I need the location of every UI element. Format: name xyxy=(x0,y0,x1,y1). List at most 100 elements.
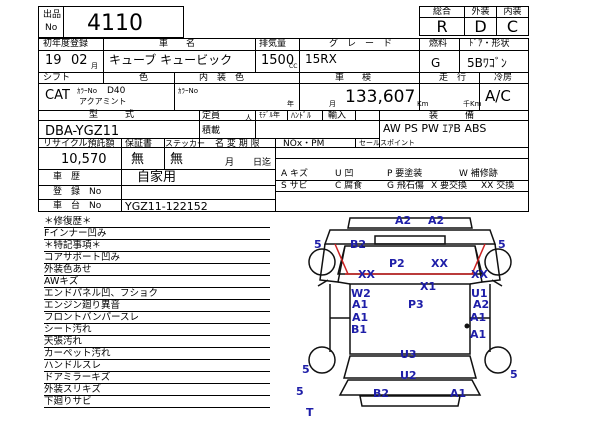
lot-label-top: 出品 xyxy=(43,10,62,20)
note-line: カーペット汚れ xyxy=(44,348,270,360)
legend-x: X 要交換 xyxy=(431,181,468,191)
label-reg-no: 登 録 No xyxy=(53,187,102,197)
label-model-year: ﾓﾃﾞﾙ年 xyxy=(259,111,280,119)
mark: W2 xyxy=(351,287,371,300)
mileage-unit2: 千Km xyxy=(463,100,482,108)
legend-s: S サビ xyxy=(281,181,308,191)
note-line: Fインナー凹み xyxy=(44,228,270,240)
note-line: ＊特記事項＊ xyxy=(44,240,270,252)
mark: X1 xyxy=(420,280,436,293)
ac-value: A/C xyxy=(485,87,511,105)
cc-value: 1500 xyxy=(261,53,295,68)
legend-u: U 凹 xyxy=(335,169,354,179)
recycle-value: 10,570 xyxy=(61,152,107,167)
color-no-label: ｶﾗｰNo xyxy=(77,87,98,95)
note-line: ＊修復歴＊ xyxy=(44,216,270,228)
history-value: 自家用 xyxy=(137,170,177,185)
sticker-value: 無 xyxy=(170,152,184,167)
note-line: コアサポート凹み xyxy=(44,252,270,264)
notes-list: ＊修復歴＊ Fインナー凹み ＊特記事項＊ コアサポート凹み 外装色あせ AWキズ… xyxy=(44,216,270,408)
mark: A2 xyxy=(428,214,444,227)
warranty-value: 無 xyxy=(131,152,145,167)
score-label-exterior: 外装 xyxy=(471,7,490,17)
label-name-change: 名 変 期 限 xyxy=(215,139,260,149)
mark: U1 xyxy=(471,287,488,300)
label-equipment: 装 備 xyxy=(429,111,475,121)
label-warranty: 保証書 xyxy=(125,139,153,149)
legend-xx: XX 交換 xyxy=(481,181,515,191)
mark: 5 xyxy=(302,363,310,376)
car-name-value: キューブ キュービック xyxy=(109,53,233,67)
note-line: ドアミラーキズ xyxy=(44,372,270,384)
label-history: 車 歴 xyxy=(53,172,81,182)
mark: B2 xyxy=(350,238,366,251)
mark: P3 xyxy=(408,298,424,311)
reg-month: 02 xyxy=(71,53,88,68)
color-no-value: D40 xyxy=(107,86,126,96)
mark: A1 xyxy=(450,387,466,400)
label-mileage: 走 行 xyxy=(439,73,467,83)
label-fuel: 燃料 xyxy=(429,39,448,49)
label-inspection: 車 検 xyxy=(335,73,372,83)
mark: T xyxy=(306,406,314,419)
sheet-main: 初年度登録 車 名 排気量 グ レ ー ド 燃料 ﾄﾞｱ・形状 19 02 月 … xyxy=(38,38,529,212)
chassis-value: YGZ11-122152 xyxy=(125,200,208,213)
note-line: 外装色あせ xyxy=(44,264,270,276)
mark: A1 xyxy=(470,328,486,341)
label-interior: 内 装 色 xyxy=(199,73,245,83)
label-handle: ﾊﾝﾄﾞﾙ xyxy=(291,111,311,120)
insp-year-unit: 年 xyxy=(287,100,294,108)
legend-w: W 補修跡 xyxy=(459,169,498,179)
label-shift: シフト xyxy=(43,73,71,83)
mark: 5 xyxy=(296,385,304,398)
label-capacity: 定員 xyxy=(202,111,221,121)
mark: 5 xyxy=(510,368,518,381)
label-sales-point: セールスポイント xyxy=(359,139,415,147)
mark: XX xyxy=(471,268,488,281)
mileage-value: 133,607 xyxy=(345,87,416,107)
mark: U3 xyxy=(400,348,417,361)
mark: A1 xyxy=(470,311,486,324)
note-line: シート汚れ xyxy=(44,324,270,336)
score-label-interior: 内装 xyxy=(503,7,522,17)
reg-month-suffix: 月 xyxy=(91,62,98,70)
note-line: 下廻りサビ xyxy=(44,396,270,408)
label-load: 積載 xyxy=(202,126,221,136)
name-change-month: 月 xyxy=(225,158,235,168)
note-line: 天張汚れ xyxy=(44,336,270,348)
mark: XX xyxy=(358,268,375,281)
cc-unit: CC xyxy=(289,63,298,70)
label-ac: 冷房 xyxy=(494,73,513,83)
legend-c: C 腐食 xyxy=(335,181,363,191)
score-total: R xyxy=(436,17,448,36)
label-car-name: 車 名 xyxy=(159,39,196,49)
label-first-reg: 初年度登録 xyxy=(43,39,89,49)
label-door-shape: ﾄﾞｱ・形状 xyxy=(469,39,510,49)
shift-value: CAT xyxy=(45,88,70,103)
label-nox: NOx・PM xyxy=(283,139,325,149)
label-sticker: ステッカー xyxy=(165,139,205,148)
note-line: エンジン廻り異音 xyxy=(44,300,270,312)
mark: A2 xyxy=(473,298,489,311)
mark: A1 xyxy=(352,311,368,324)
score-box: 総合 外装 内装 R D C xyxy=(419,6,529,36)
mark: A1 xyxy=(352,298,368,311)
label-chassis-no: 車 台 No xyxy=(53,201,102,211)
note-line: AWキズ xyxy=(44,276,270,288)
note-line: エンドパネル凹、フショク xyxy=(44,288,270,300)
equipment-value: AW PS PW ｴｱB ABS xyxy=(383,122,487,135)
score-exterior: D xyxy=(474,17,487,36)
legend-g: G 飛石傷 xyxy=(387,181,424,191)
mark: B1 xyxy=(351,323,367,336)
color-name: アクアミント xyxy=(79,97,127,106)
legend-a: A キズ xyxy=(281,169,309,179)
score-interior: C xyxy=(506,17,519,36)
insp-month-unit: 月 xyxy=(329,100,336,108)
door-value: 5Bﾜｺﾞﾝ xyxy=(467,56,507,70)
label-recycle: リサイクル預託額 xyxy=(43,139,115,149)
fuel-value: G xyxy=(431,56,441,70)
mark: P2 xyxy=(389,257,405,270)
label-model: 型 式 xyxy=(89,110,135,120)
note-line: フロントバンパースレ xyxy=(44,312,270,324)
mileage-unit: Km xyxy=(417,100,429,108)
